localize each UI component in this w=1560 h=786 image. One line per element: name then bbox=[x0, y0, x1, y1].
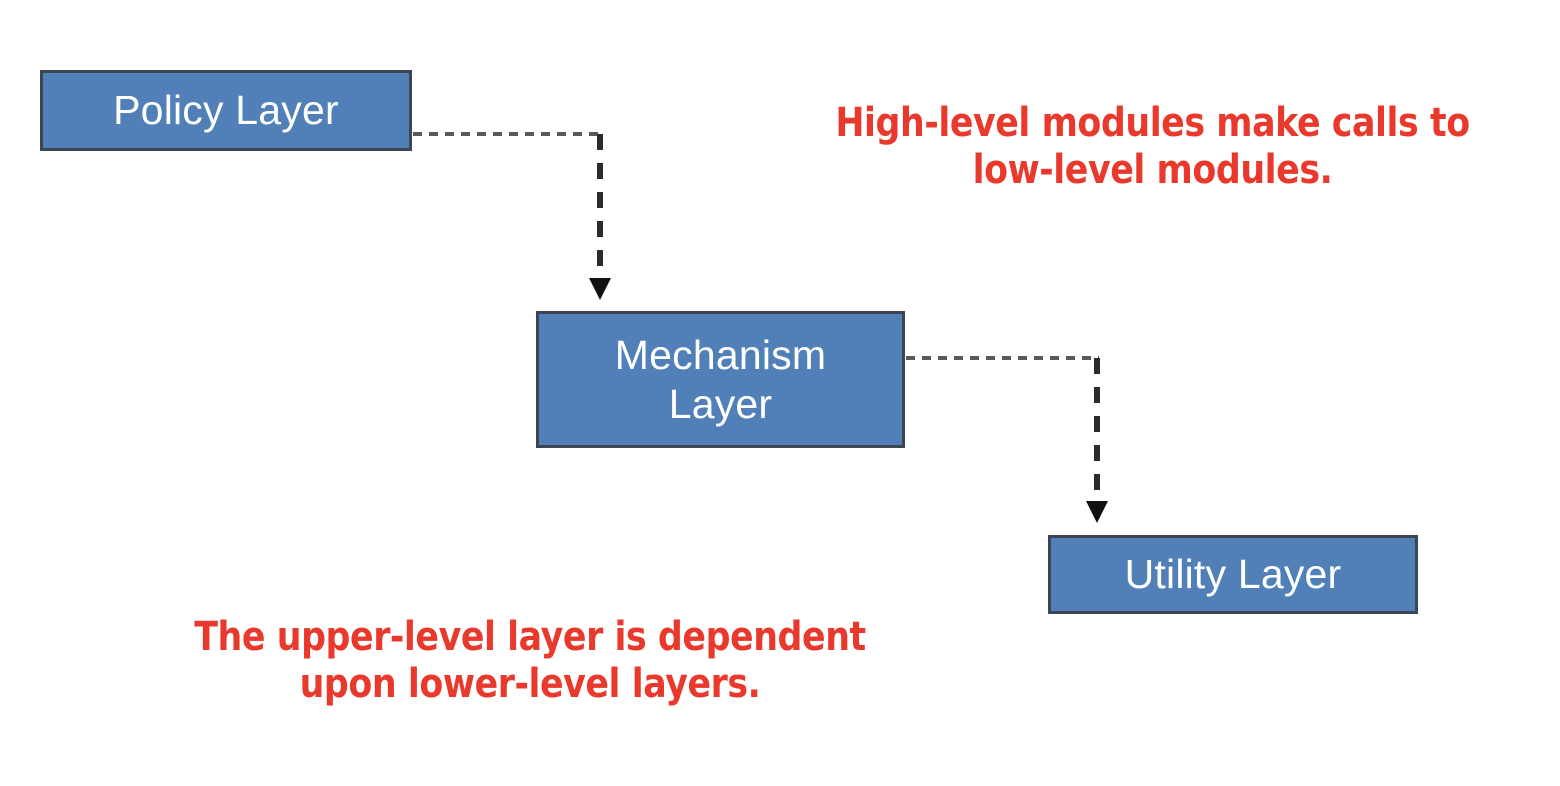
annotation-upper-level-dependency-line1: The upper-level layer is dependent bbox=[194, 614, 866, 660]
connector-mechanism-to-utility bbox=[906, 356, 1108, 523]
node-utility-layer[interactable]: Utility Layer bbox=[1048, 535, 1418, 614]
node-mechanism-layer-label-line2: Layer bbox=[668, 380, 773, 427]
arrow-head-icon bbox=[589, 278, 611, 300]
connector-policy-to-mechanism bbox=[413, 132, 611, 300]
arrow-head-icon bbox=[1086, 501, 1108, 523]
annotation-upper-level-dependency: The upper-level layer is dependent upon … bbox=[152, 614, 909, 708]
node-mechanism-layer-label: Mechanism Layer bbox=[615, 331, 826, 428]
annotation-high-level-modules: High-level modules make calls to low-lev… bbox=[798, 100, 1507, 194]
node-utility-layer-label: Utility Layer bbox=[1124, 551, 1342, 598]
annotation-upper-level-dependency-line2: upon lower-level layers. bbox=[299, 660, 761, 707]
node-policy-layer[interactable]: Policy Layer bbox=[40, 70, 412, 151]
annotation-high-level-modules-line2: low-level modules. bbox=[972, 146, 1333, 193]
annotation-high-level-modules-line1: High-level modules make calls to bbox=[835, 100, 1470, 146]
node-policy-layer-label: Policy Layer bbox=[113, 87, 339, 134]
node-mechanism-layer[interactable]: Mechanism Layer bbox=[536, 311, 905, 448]
node-mechanism-layer-label-line1: Mechanism bbox=[614, 332, 827, 379]
